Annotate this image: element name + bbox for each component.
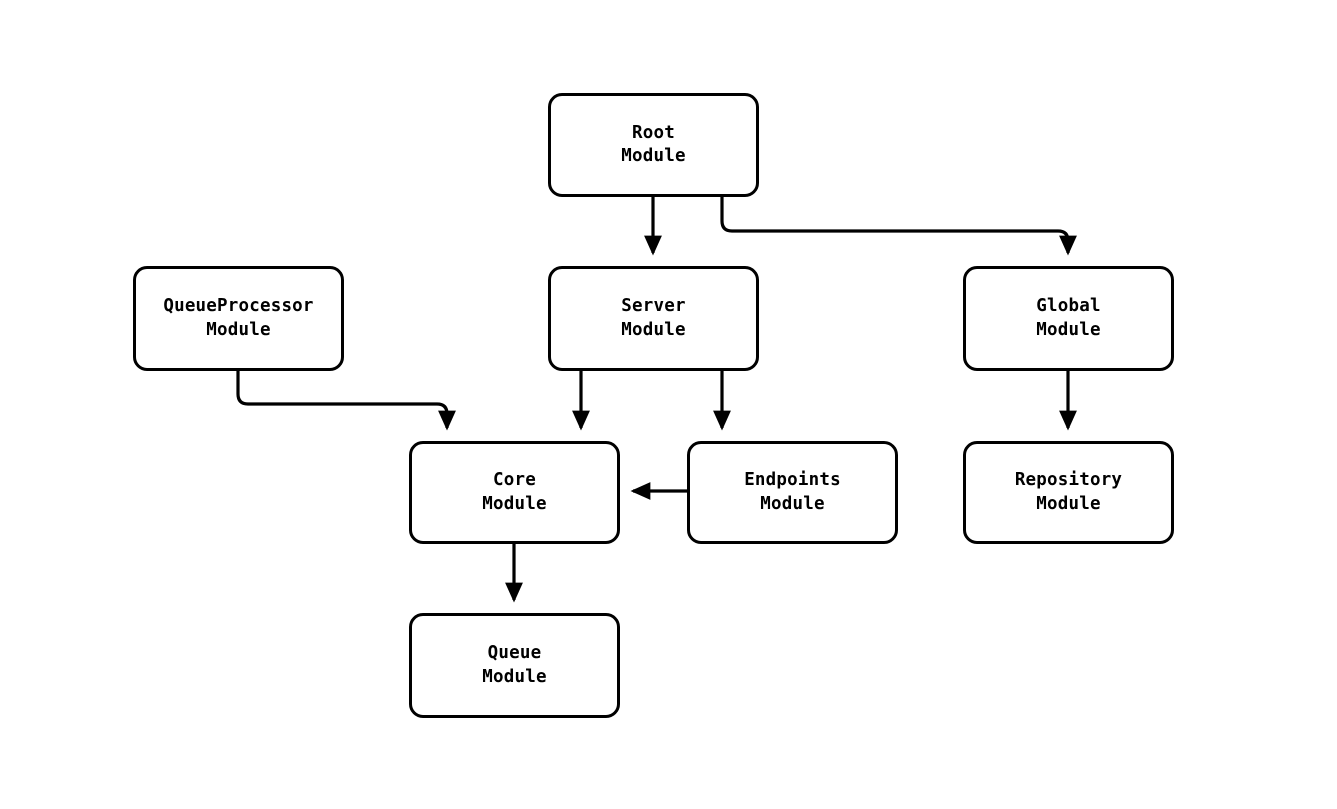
node-label-line2: Module — [206, 319, 271, 340]
node-core-module[interactable]: Core Module — [409, 441, 620, 544]
node-label-line1: Server — [621, 296, 686, 317]
edge-queueprocessor-to-core — [236, 371, 456, 431]
node-label-line2: Module — [1036, 493, 1101, 514]
node-root-module[interactable]: Root Module — [548, 93, 759, 197]
node-label-line2: Module — [482, 666, 547, 687]
node-label-line2: Module — [621, 146, 686, 166]
node-label-line2: Module — [1036, 319, 1101, 340]
node-label-line2: Module — [621, 319, 686, 340]
node-endpoints-module[interactable]: Endpoints Module — [687, 441, 898, 544]
node-server-module[interactable]: Server Module — [548, 266, 759, 371]
node-label-line1: Repository — [1014, 470, 1123, 491]
node-label-line1: Root — [632, 122, 675, 143]
node-label-line1: Queue — [487, 643, 542, 664]
node-global-module[interactable]: Global Module — [963, 266, 1174, 371]
node-label-line1: Core — [493, 470, 536, 491]
node-repository-module[interactable]: Repository Module — [963, 441, 1174, 544]
node-label-line1: Endpoints — [744, 470, 841, 491]
node-label-line2: Module — [760, 493, 825, 514]
node-label-line1: Global — [1036, 296, 1101, 317]
node-queue-module[interactable]: Queue Module — [409, 613, 620, 718]
edge-root-to-global — [720, 197, 1077, 256]
node-label-line2: Module — [482, 493, 547, 514]
node-label-line1: QueueProcessor — [163, 296, 314, 317]
node-queueprocessor-module[interactable]: QueueProcessor Module — [133, 266, 344, 371]
